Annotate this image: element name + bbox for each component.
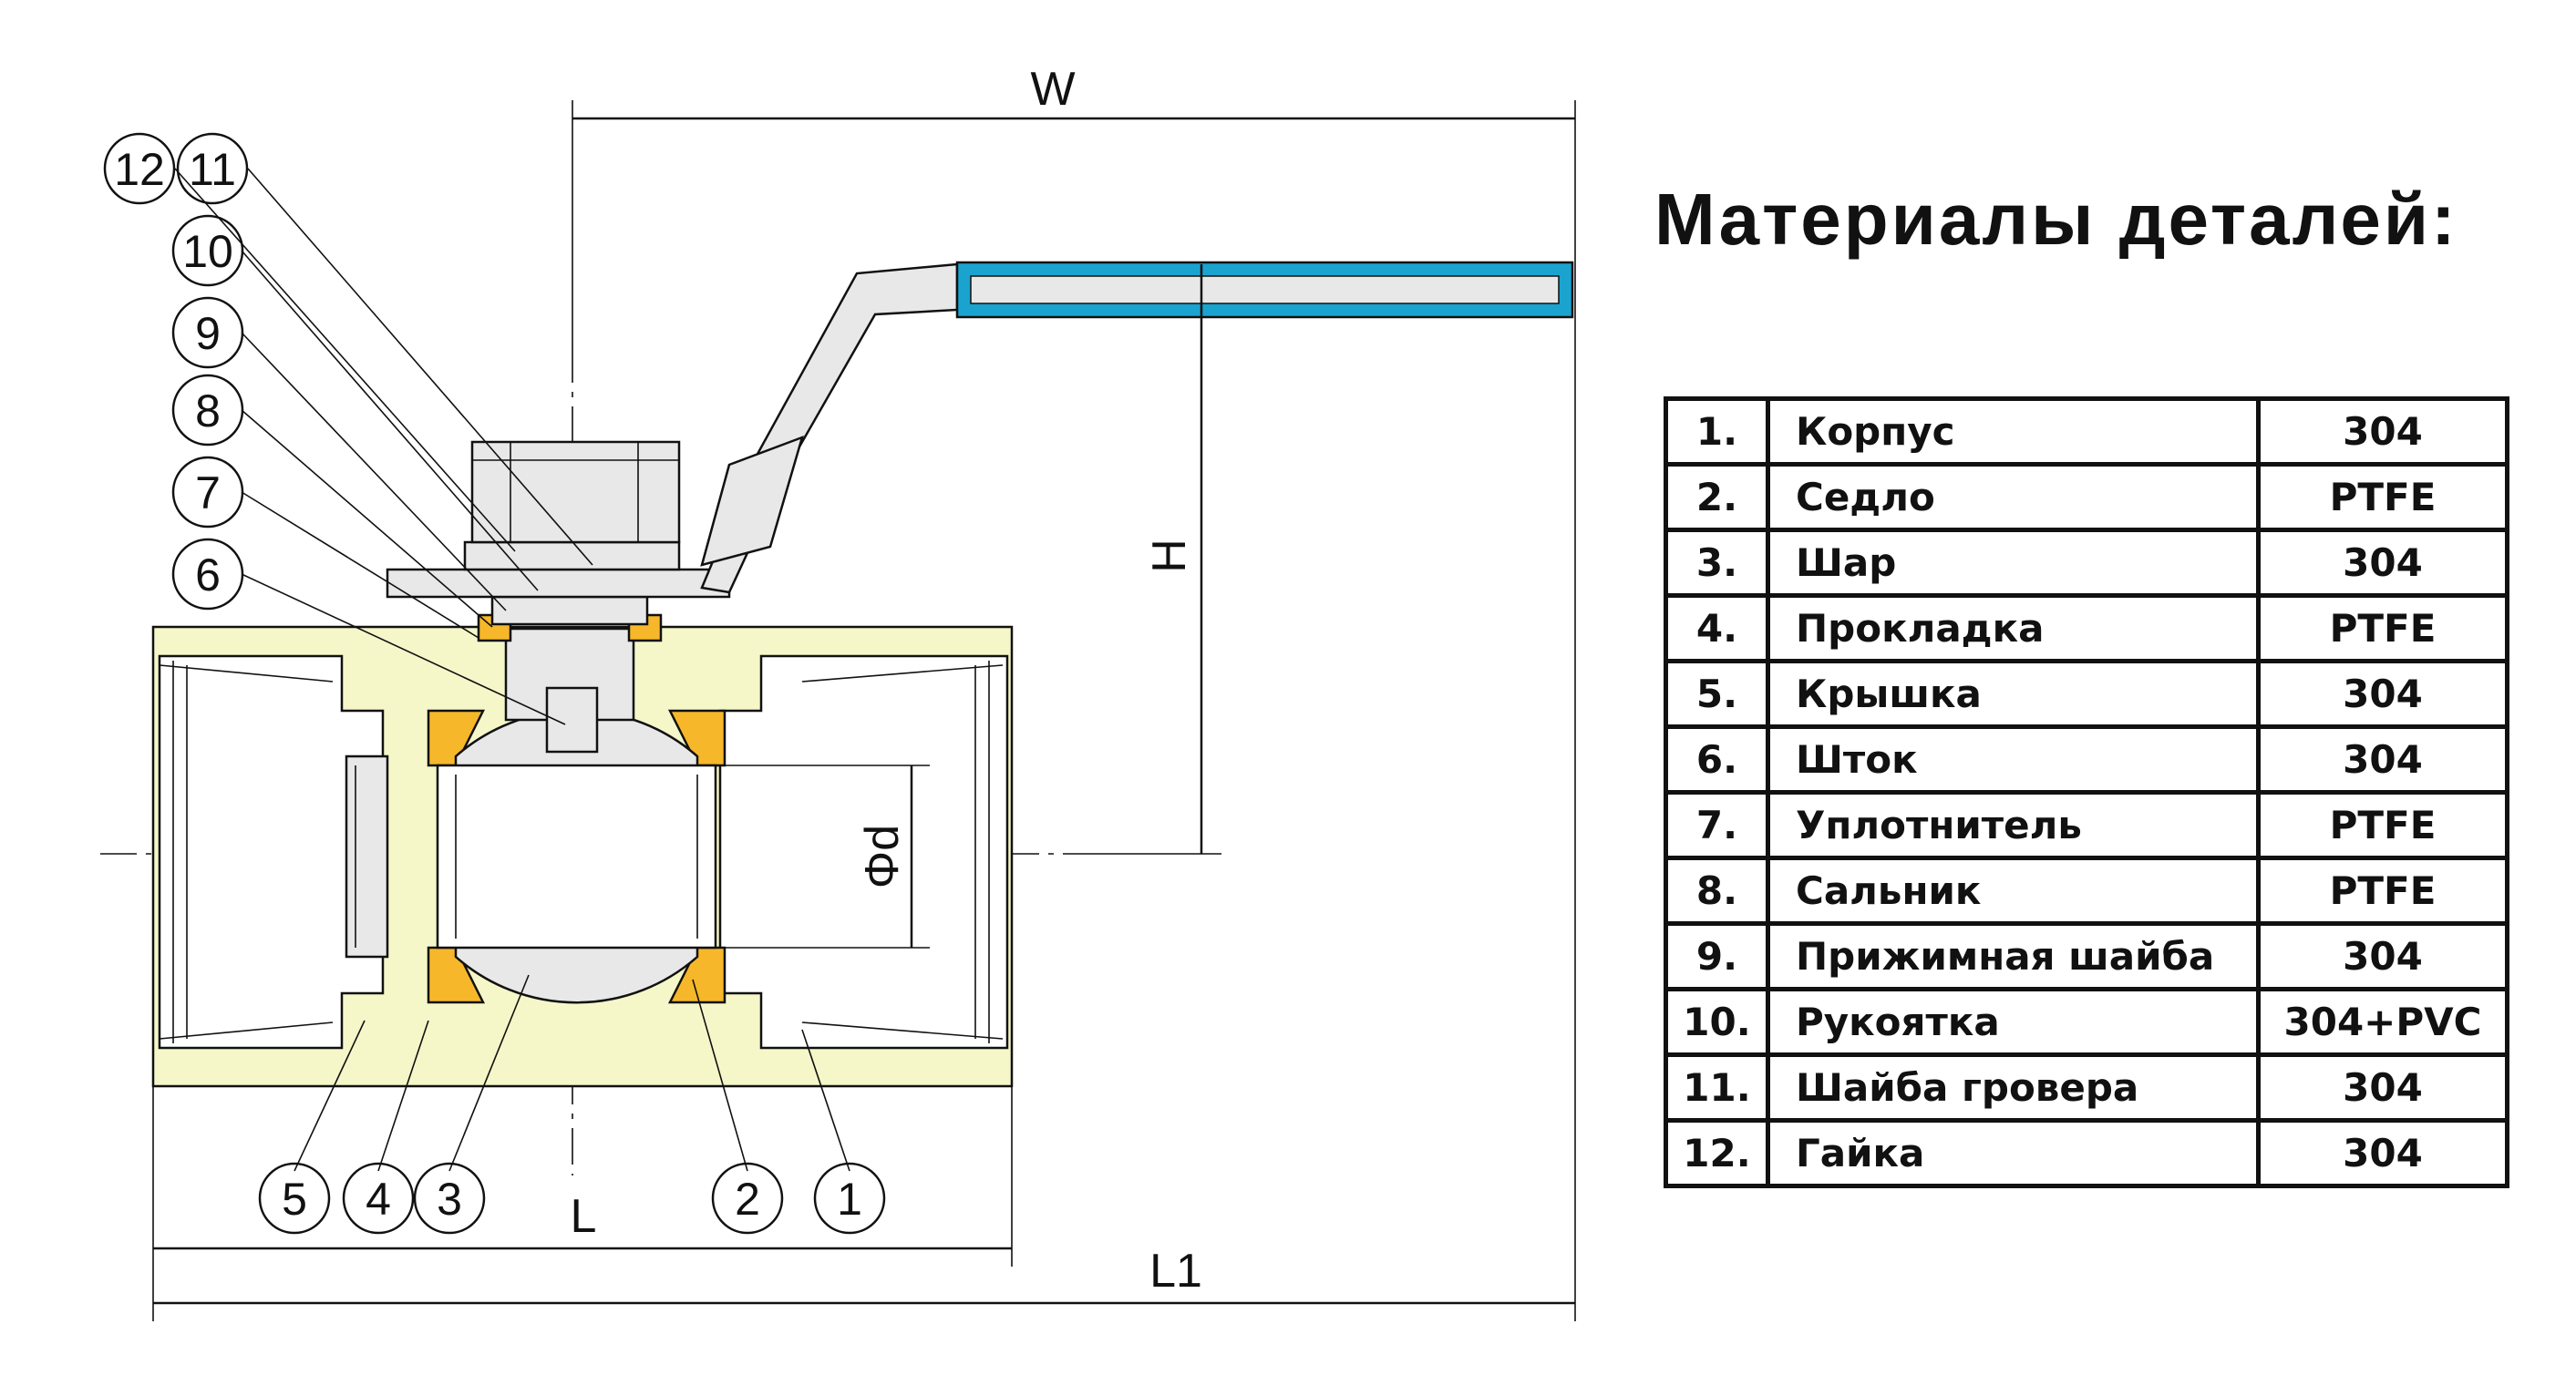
materials-title: Материалы деталей: (1654, 179, 2458, 260)
table-row: 12. Гайка 304 (1664, 1118, 2509, 1188)
leader-lines (174, 168, 850, 1172)
table-row: 6. Шток 304 (1664, 724, 2509, 795)
part-material: PTFE (2256, 856, 2509, 926)
dimension-w: W (572, 63, 1576, 346)
part-name: Шар (1766, 528, 2261, 598)
callout-4: 4 (342, 1162, 415, 1235)
part-material: PTFE (2256, 462, 2509, 532)
part-name: Крышка (1766, 659, 2261, 729)
part-name: Корпус (1766, 396, 2261, 467)
svg-text:11: 11 (189, 144, 236, 195)
part-material: 304 (2256, 921, 2509, 991)
part-material: 304 (2256, 659, 2509, 729)
table-row: 3. Шар 304 (1664, 528, 2509, 598)
part-material: 304+PVC (2256, 987, 2509, 1057)
table-row: 10. Рукоятка 304+PVC (1664, 987, 2509, 1057)
svg-text:7: 7 (195, 467, 221, 518)
table-row: 7. Уплотнитель PTFE (1664, 790, 2509, 860)
table-row: 8. Сальник PTFE (1664, 856, 2509, 926)
callout-6: 6 (171, 538, 244, 611)
callout-8: 8 (171, 374, 244, 447)
table-row: 2. Седло PTFE (1664, 462, 2509, 532)
svg-text:6: 6 (195, 549, 221, 600)
dimension-phi-d: Φd (711, 765, 930, 949)
part-number: 12. (1664, 1118, 1770, 1188)
svg-text:3: 3 (437, 1174, 462, 1225)
part-name: Седло (1766, 462, 2261, 532)
callout-5: 5 (258, 1162, 331, 1235)
part-number: 7. (1664, 790, 1770, 860)
callout-12: 12 (103, 132, 176, 205)
part-material: 304 (2256, 396, 2509, 467)
part-number: 4. (1664, 593, 1770, 663)
handle-and-nut (386, 261, 1574, 599)
dim-h-label: H (1143, 539, 1196, 573)
callout-10: 10 (171, 214, 244, 287)
part-name: Шайба гровера (1766, 1052, 2261, 1123)
svg-text:8: 8 (195, 385, 221, 436)
dimension-l: L (152, 1086, 1013, 1321)
callout-3: 3 (413, 1162, 486, 1235)
part-number: 11. (1664, 1052, 1770, 1123)
valve-body (151, 625, 1014, 1088)
part-name: Рукоятка (1766, 987, 2261, 1057)
part-name: Гайка (1766, 1118, 2261, 1188)
dimension-l1: L1 (153, 319, 1576, 1321)
part-number: 6. (1664, 724, 1770, 795)
svg-text:1: 1 (837, 1174, 862, 1225)
callout-2: 2 (711, 1162, 784, 1235)
dim-l-label: L (571, 1190, 597, 1243)
part-name: Шток (1766, 724, 2261, 795)
dim-l1-label: L1 (1149, 1245, 1202, 1298)
dimension-h: H (1066, 264, 1221, 855)
svg-text:2: 2 (735, 1174, 760, 1225)
table-row: 5. Крышка 304 (1664, 659, 2509, 729)
svg-text:10: 10 (182, 226, 233, 277)
stem-assembly (477, 595, 663, 754)
part-material: 304 (2256, 1052, 2509, 1123)
part-material: 304 (2256, 528, 2509, 598)
part-number: 8. (1664, 856, 1770, 926)
table-row: 9. Прижимная шайба 304 (1664, 921, 2509, 991)
svg-text:5: 5 (282, 1174, 307, 1225)
part-name: Прижимная шайба (1766, 921, 2261, 991)
svg-text:4: 4 (366, 1174, 391, 1225)
part-name: Уплотнитель (1766, 790, 2261, 860)
part-name: Сальник (1766, 856, 2261, 926)
part-number: 10. (1664, 987, 1770, 1057)
svg-text:9: 9 (195, 308, 221, 359)
callout-7: 7 (171, 456, 244, 529)
part-number: 9. (1664, 921, 1770, 991)
dim-phi-d-label: Φd (856, 825, 909, 888)
part-material: 304 (2256, 724, 2509, 795)
table-row: 4. Прокладка PTFE (1664, 593, 2509, 663)
part-material: PTFE (2256, 790, 2509, 860)
callout-9: 9 (171, 296, 244, 369)
callout-1: 1 (813, 1162, 886, 1235)
table-row: 1. Корпус 304 (1664, 396, 2509, 467)
ball (436, 709, 717, 1004)
dim-w-label: W (1030, 63, 1075, 116)
part-number: 1. (1664, 396, 1770, 467)
materials-table: 1. Корпус 304 2. Седло PTFE 3. Шар 304 4… (1664, 396, 2509, 1188)
part-material: 304 (2256, 1118, 2509, 1188)
table-row: 11. Шайба гровера 304 (1664, 1052, 2509, 1123)
svg-text:12: 12 (114, 144, 165, 195)
part-number: 3. (1664, 528, 1770, 598)
part-material: PTFE (2256, 593, 2509, 663)
part-number: 2. (1664, 462, 1770, 532)
callout-11: 11 (176, 132, 249, 205)
part-name: Прокладка (1766, 593, 2261, 663)
part-number: 5. (1664, 659, 1770, 729)
